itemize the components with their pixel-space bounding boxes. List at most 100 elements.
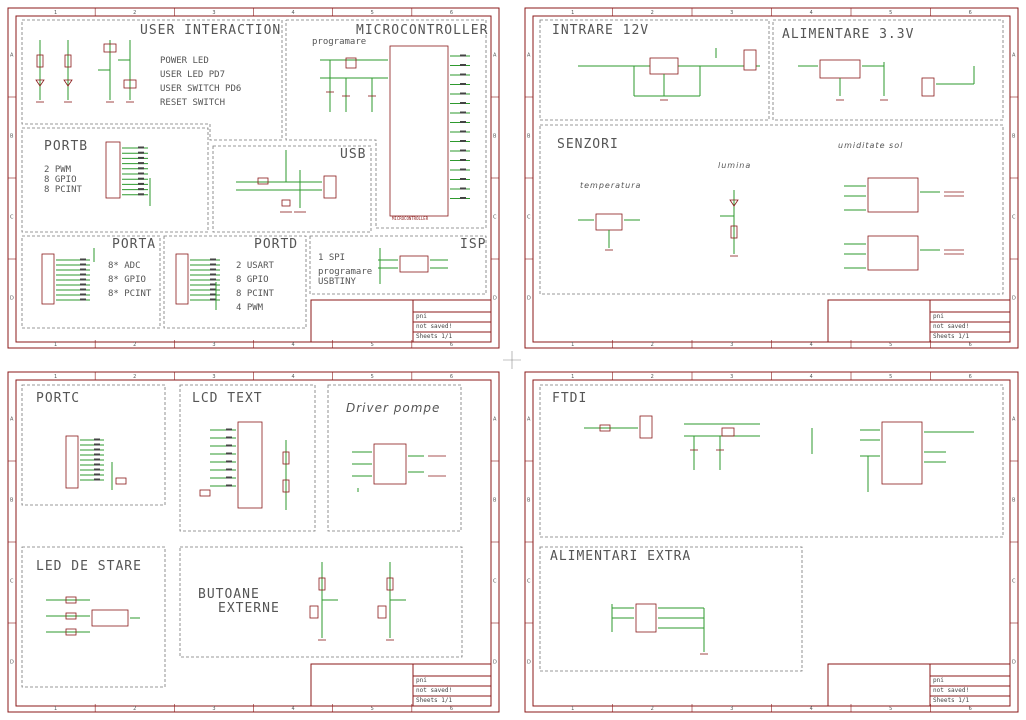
grid-col-label: 6 [450,374,453,380]
grid-row-label: B [10,134,14,140]
grid-col-label: 2 [651,374,654,380]
net-label [226,468,232,471]
butoane-externe-section: BUTOANE EXTERNE [179,546,463,658]
tb-tl-status: not saved! [416,323,452,330]
net-label [138,151,144,154]
grid-col-label: 1 [54,342,57,348]
net-label [460,130,466,133]
net-label [210,298,216,301]
svg-text:MICROCONTROLLER: MICROCONTROLLER [392,216,429,221]
grid-col-label: 6 [969,342,972,348]
grid-col-label: 6 [450,706,453,712]
grid-row-label: C [527,579,531,585]
grid-col-label: 2 [651,10,654,16]
isp-line-2: programare [318,267,372,277]
grid-col-label: 1 [571,374,574,380]
net-label [94,473,100,476]
net-label [460,197,466,199]
ftdi-ic [811,421,974,492]
driver-pompe-title: Driver pompe [346,401,440,415]
title-block-bottom-left: pni not saved! Sheets 1/1 [310,663,492,707]
grid-col-label: 6 [450,10,453,16]
tb-tr-status: not saved! [933,323,969,330]
net-label [460,64,466,66]
page-crosshair [503,351,521,369]
ftdi-crystal-circuit [684,423,760,470]
net-label [226,460,232,463]
isp-connector [378,248,448,284]
net-label [226,484,232,487]
grid-col-label: 4 [291,10,294,16]
butoane-externe-title-line1: BUTOANE [198,587,260,602]
tb-tr-sheet: Sheets 1/1 [933,333,970,340]
grid-col-label: 1 [571,342,574,348]
ftdi-section: FTDI [539,384,1004,538]
led-de-stare-title: LED DE STARE [36,559,142,574]
grid-col-label: 6 [969,374,972,380]
net-label [210,278,216,281]
grid-row-label: B [1012,498,1016,504]
grid-col-label: 3 [212,10,215,16]
grid-row-label: A [527,417,531,423]
grid-row-label: D [10,296,14,302]
alimentari-extra-title: ALIMENTARI EXTRA [550,549,691,564]
grid-col-label: 6 [969,706,972,712]
net-label [210,263,216,266]
grid-col-label: 4 [291,706,294,712]
portc-header [65,435,127,490]
grid-row-label: D [1012,660,1016,666]
grid-col-label: 1 [571,10,574,16]
grid-col-label: 1 [54,10,57,16]
senzori-lumina-label: lumina [718,161,751,170]
user-interaction-line-4: RESET SWITCH [160,98,225,108]
grid-row-label: B [527,134,531,140]
pump-driver-ic [352,443,446,492]
grid-col-label: 2 [651,706,654,712]
grid-col-label: 5 [371,342,374,348]
lcd-text-title: LCD TEXT [192,391,263,406]
net-label [138,162,144,165]
grid-col-label: 4 [810,706,813,712]
net-label [226,476,232,479]
intrare-12v-title: INTRARE 12V [552,23,649,38]
butoane-externe-title-line2: EXTERNE [218,601,280,616]
senzori-title: SENZORI [557,137,619,152]
net-label [460,111,466,114]
net-label [94,443,100,446]
net-label [460,187,466,190]
grid-row-label: C [1012,215,1016,221]
net-label [80,298,86,301]
net-label [226,436,232,439]
grid-col-label: 3 [730,10,733,16]
grid-col-label: 1 [54,706,57,712]
net-label [94,453,100,456]
porta-line-1: 8* ADC [108,261,141,271]
grid-col-label: 6 [450,342,453,348]
grid-col-label: 3 [212,374,215,380]
net-label [460,92,466,95]
temperature-sensor [578,213,640,251]
porta-line-3: 8* PCINT [108,289,152,299]
lcd-module [199,421,290,510]
alimentare-33v-title: ALIMENTARE 3.3V [782,27,914,42]
tb-bl-status: not saved! [416,687,452,694]
status-led-circuit [46,596,140,636]
net-label [94,458,100,461]
net-label [80,258,86,261]
isp-section: ISP 1 SPI programare USBTINY [309,235,487,295]
net-label [138,188,144,191]
usb-title: USB [340,147,366,162]
net-label [460,178,466,180]
grid-row-label: D [527,660,531,666]
portc-title: PORTC [36,391,80,406]
alimentare-33v-section: ALIMENTARE 3.3V [772,19,1004,121]
grid-row-label: A [1012,53,1016,59]
soil-sensor-2 [844,235,964,271]
isp-line-3: USBTINY [318,277,357,287]
grid-row-label: C [10,215,14,221]
grid-row-label: C [493,579,497,585]
net-label [138,146,144,149]
grid-row-label: D [527,296,531,302]
